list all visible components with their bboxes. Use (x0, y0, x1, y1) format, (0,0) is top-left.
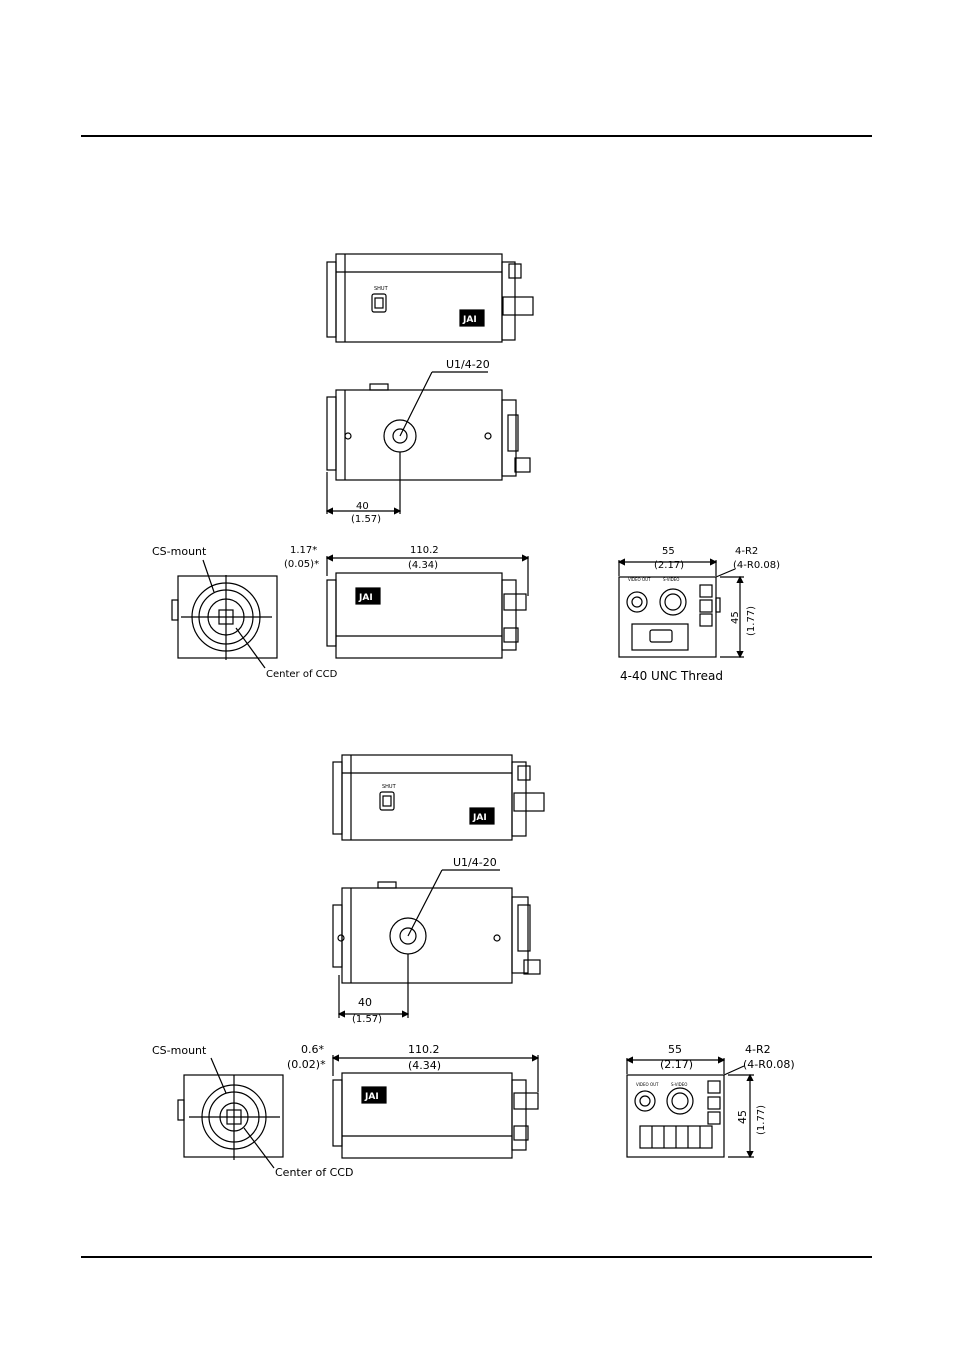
flange-mm-label-2: 0.6* (301, 1043, 324, 1056)
svg-text:SHUT: SHUT (374, 286, 389, 292)
svg-text:S-VIDEO: S-VIDEO (663, 577, 679, 582)
width-mm-label-2: 55 (668, 1043, 682, 1056)
jai-logo-1a: JAI (462, 315, 477, 325)
height-in-label-2: (1.77) (756, 1105, 767, 1135)
svg-text:VIDEO OUT: VIDEO OUT (636, 1082, 659, 1087)
header-rule (81, 135, 872, 137)
thread-label: 4-40 UNC Thread (620, 669, 723, 683)
tripod-thread-label-2: U1/4-20 (453, 856, 497, 869)
depth-in-label-2: (1.57) (352, 1014, 382, 1025)
jai-logo-2a: JAI (472, 813, 487, 823)
jai-logo-2b: JAI (364, 1092, 379, 1102)
width-in-label-1: (2.17) (654, 560, 684, 571)
flange-in-label-1: (0.05)* (284, 559, 319, 570)
width-mm-label-1: 55 (662, 546, 675, 557)
radius-in-label-1: (4-R0.08) (733, 560, 780, 571)
jai-logo-1b: JAI (358, 593, 373, 603)
length-mm-label-1: 110.2 (410, 545, 439, 556)
depth-mm-label-2: 40 (358, 996, 372, 1009)
center-label-2: Center of CCD (275, 1166, 353, 1179)
length-in-label-1: (4.34) (408, 560, 438, 571)
radius-mm-label-2: 4-R2 (745, 1043, 771, 1056)
radius-in-label-2: (4-R0.08) (743, 1058, 795, 1071)
camera-2-rear-view (625, 1056, 754, 1159)
svg-text:SHUT: SHUT (382, 784, 397, 790)
camera-1-length-view (325, 554, 530, 659)
mount-label-2: CS-mount (152, 1044, 207, 1057)
camera-1-top-view (326, 253, 534, 343)
height-mm-label-1: 45 (730, 611, 741, 624)
mount-label-1: CS-mount (152, 545, 207, 558)
height-mm-label-2: 45 (736, 1110, 749, 1124)
camera-2-top-view (332, 754, 545, 841)
camera-1-front-view (171, 559, 278, 669)
width-in-label-2: (2.17) (660, 1058, 693, 1071)
radius-mm-label-1: 4-R2 (735, 546, 758, 557)
center-label-1: Center of CCD (266, 669, 338, 680)
length-in-label-2: (4.34) (408, 1059, 441, 1072)
camera-2-side-view (332, 869, 541, 1018)
length-mm-label-2: 110.2 (408, 1043, 440, 1056)
height-in-label-1: (1.77) (746, 606, 757, 636)
depth-in-label-1: (1.57) (351, 514, 381, 525)
footer-rule (81, 1256, 872, 1258)
camera-1-rear-view (617, 558, 744, 659)
tripod-thread-label-1: U1/4-20 (446, 358, 490, 371)
flange-mm-label-1: 1.17* (290, 545, 317, 556)
svg-text:S-VIDEO: S-VIDEO (671, 1082, 687, 1087)
camera-2-length-view (331, 1054, 540, 1159)
camera-1-side-view (325, 371, 531, 515)
flange-in-label-2: (0.02)* (287, 1058, 326, 1071)
camera-2-front-view (177, 1057, 284, 1169)
svg-text:VIDEO OUT: VIDEO OUT (628, 577, 651, 582)
depth-mm-label-1: 40 (356, 501, 369, 512)
